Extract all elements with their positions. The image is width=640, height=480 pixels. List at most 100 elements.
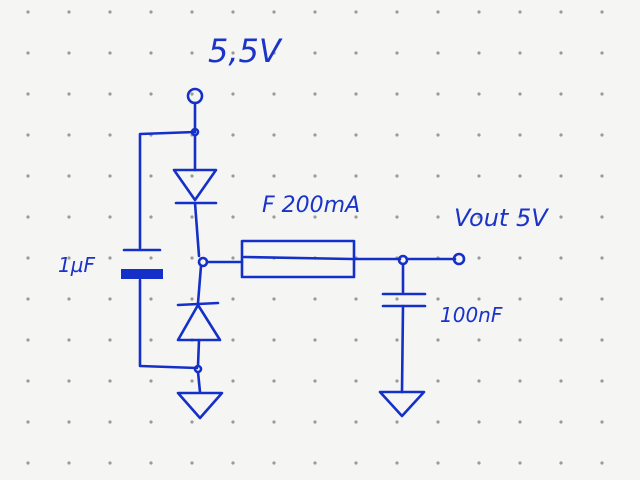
grid-dot [518, 215, 522, 219]
grid-dot [108, 461, 112, 465]
grid-dot [313, 461, 317, 465]
grid-dot [313, 92, 317, 96]
grid-dot [67, 379, 71, 383]
grid-dot [272, 338, 276, 342]
grid-dot [313, 379, 317, 383]
grid-dot [231, 256, 235, 260]
grid-dot [190, 10, 194, 14]
lower-diode-wire [196, 338, 201, 368]
grid-dot [26, 10, 30, 14]
grid-dot [190, 461, 194, 465]
grid-dot [354, 420, 358, 424]
grid-dot [518, 461, 522, 465]
grid-dot [108, 297, 112, 301]
grid-dot [67, 133, 71, 137]
grid-dot [231, 420, 235, 424]
grid-dot [231, 174, 235, 178]
grid-dot [518, 133, 522, 137]
grid-dot [67, 92, 71, 96]
grid-dot [108, 133, 112, 137]
grid-dot [26, 215, 30, 219]
grid-dot [395, 133, 399, 137]
grid-dot [272, 461, 276, 465]
grid-dot [190, 174, 194, 178]
grid-dot [559, 174, 563, 178]
grid-dot [313, 420, 317, 424]
grid-dot [108, 420, 112, 424]
fuse-element [242, 255, 354, 261]
grid-dot [26, 297, 30, 301]
grid-dot [149, 420, 153, 424]
grid-dot [600, 51, 604, 55]
grid-dot [600, 215, 604, 219]
grid-dot [313, 174, 317, 178]
grid-dot [395, 10, 399, 14]
grid-dot [272, 297, 276, 301]
grid-dot [149, 256, 153, 260]
grid-dot [67, 461, 71, 465]
grid-dot [108, 256, 112, 260]
ground-wire-left [196, 370, 202, 394]
grid-dot [395, 461, 399, 465]
grid-dot [26, 133, 30, 137]
grid-dot [477, 92, 481, 96]
grid-dot [313, 297, 317, 301]
grid-dot [354, 215, 358, 219]
grid-dot [149, 92, 153, 96]
grid-dot [67, 420, 71, 424]
grid-dot [149, 215, 153, 219]
grid-dot [600, 10, 604, 14]
grid-dot [518, 256, 522, 260]
ground-icon-left [176, 391, 224, 420]
grid-dot [477, 215, 481, 219]
grid-dot [108, 92, 112, 96]
grid-dot [67, 297, 71, 301]
grid-dot [108, 338, 112, 342]
grid-dot [272, 174, 276, 178]
grid-dot [477, 51, 481, 55]
lower-diode-icon [176, 303, 222, 342]
grid-dot [354, 51, 358, 55]
grid-dot [108, 51, 112, 55]
grid-dot [272, 215, 276, 219]
grid-dot [518, 51, 522, 55]
grid-dot [436, 215, 440, 219]
grid-dot [272, 420, 276, 424]
grid-dot [231, 461, 235, 465]
grid-dot [26, 338, 30, 342]
grid-dot [518, 379, 522, 383]
grid-dot [190, 215, 194, 219]
grid-dot [395, 379, 399, 383]
grid-dot [231, 215, 235, 219]
grid-dot [436, 92, 440, 96]
grid-dot [272, 51, 276, 55]
grid-dot [313, 51, 317, 55]
grid-dot [559, 92, 563, 96]
grid-dot [559, 338, 563, 342]
grid-dot [518, 174, 522, 178]
grid-dot [272, 92, 276, 96]
grid-dot [395, 297, 399, 301]
grid-dot [67, 10, 71, 14]
grid-dot [477, 133, 481, 137]
grid-dot [477, 10, 481, 14]
grid-dot [231, 10, 235, 14]
grid-dot [600, 420, 604, 424]
grid-dot [395, 338, 399, 342]
grid-dot [190, 256, 194, 260]
grid-dot [395, 420, 399, 424]
grid-dot [436, 133, 440, 137]
electrolytic-cap-label: 1µF [58, 253, 95, 277]
grid-dot [559, 256, 563, 260]
ceramic-cap-label: 100nF [440, 303, 503, 327]
grid-dot [559, 420, 563, 424]
grid-dot [108, 215, 112, 219]
grid-dot [436, 338, 440, 342]
grid-dot [354, 10, 358, 14]
grid-dot [559, 215, 563, 219]
grid-dot [354, 379, 358, 383]
grid-dot [67, 256, 71, 260]
grid-dot [26, 461, 30, 465]
